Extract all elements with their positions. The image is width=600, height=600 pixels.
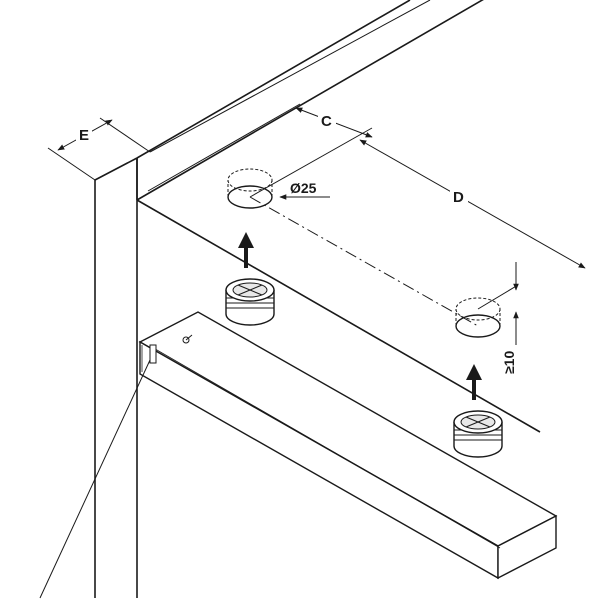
hole-2	[455, 297, 501, 338]
up-arrow-icon	[238, 232, 254, 268]
dimension-e-label: E	[79, 127, 89, 144]
connector-plug-1	[225, 278, 275, 326]
up-arrow-icon	[466, 364, 482, 400]
hole-center-line	[249, 196, 479, 327]
leader-line	[39, 359, 151, 599]
dimension-diameter: Ø25	[279, 180, 330, 200]
shelf-front-edge	[149, 0, 431, 153]
connector-plug-2	[453, 410, 503, 458]
dimension-c: C	[147, 103, 373, 198]
dimension-depth: ≥10	[501, 262, 519, 374]
diameter-label: Ø25	[290, 180, 317, 196]
dimension-c-label: C	[321, 113, 332, 130]
dimension-d: D	[359, 139, 586, 310]
side-panel	[94, 157, 138, 598]
depth-label: ≥10	[501, 351, 517, 374]
dimension-e: E	[47, 117, 151, 181]
dimension-d-label: D	[453, 189, 464, 206]
mounting-rail	[138, 311, 558, 580]
rail-end-detail	[149, 334, 193, 364]
